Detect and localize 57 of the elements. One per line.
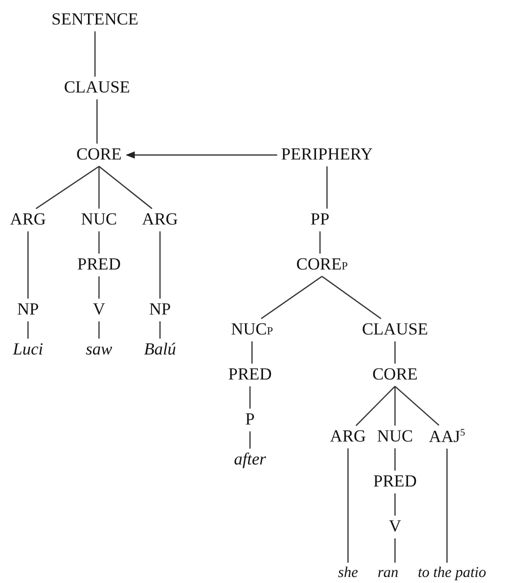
node-label: NUC: [375, 426, 415, 448]
node-label: NUC: [79, 210, 119, 230]
word-label: saw: [84, 340, 114, 360]
node-label: CLAUSE: [360, 320, 430, 340]
tree-branch-line: [394, 341, 396, 364]
word-label: ran: [376, 564, 400, 582]
node-label: AAJ$^{5}$: [426, 426, 468, 448]
tree-branch-line: [394, 538, 396, 563]
node-label: PRED: [75, 254, 123, 276]
tree-branch-line: [98, 231, 100, 254]
node-label: V: [90, 300, 108, 320]
tree-branch-line: [98, 276, 100, 299]
node-label: PP: [308, 210, 332, 230]
node-label: ARG: [8, 210, 48, 230]
tree-branch-line: [322, 276, 382, 320]
tree-branch-line: [98, 321, 100, 339]
word-label: to the patio: [416, 564, 488, 582]
tree-branch-line: [260, 276, 322, 320]
node-label: SENTENCE: [50, 10, 140, 30]
tree-branch-line: [159, 321, 161, 339]
tree-branch-line: [249, 386, 251, 409]
node-label: PRED: [371, 472, 419, 492]
tree-branch-line: [159, 231, 161, 299]
tree-branch-line: [96, 99, 98, 144]
tree-branch-line: [394, 448, 396, 471]
node-label: V: [386, 516, 404, 538]
node-label: P: [243, 410, 257, 430]
node-label: ARG: [140, 210, 180, 230]
node-label: PRED: [226, 364, 274, 386]
word-label: Luci: [10, 340, 46, 360]
tree-branch-line: [249, 431, 251, 449]
word-label: she: [336, 564, 360, 582]
node-label: NP: [147, 300, 173, 320]
tree-branch-line: [94, 31, 96, 77]
tree-branch-line: [27, 321, 29, 339]
node-label: PERIPHERY: [279, 144, 375, 166]
tree-branch-line: [394, 386, 396, 426]
tree-branch-line: [356, 386, 396, 426]
tree-branch-line: [251, 341, 253, 364]
node-label: NP: [15, 300, 41, 320]
tree-branch-line: [326, 166, 328, 209]
tree-branch-line: [446, 448, 448, 563]
node-label: CORE: [74, 144, 124, 166]
tree-branch-line: [36, 166, 100, 210]
node-label: CORE: [370, 364, 420, 386]
arrow: [126, 151, 278, 159]
node-label: ARG: [328, 426, 368, 448]
tree-branch-line: [394, 386, 440, 426]
tree-branch-line: [394, 493, 396, 516]
tree-branch-line: [319, 231, 321, 254]
tree-branch-line: [98, 166, 100, 209]
node-label: CLAUSE: [62, 78, 132, 98]
tree-branch-line: [27, 231, 29, 299]
tree-branch-line: [98, 166, 152, 210]
word-label: Balú: [142, 340, 178, 360]
word-label: after: [232, 450, 268, 470]
tree-branch-line: [347, 448, 349, 563]
